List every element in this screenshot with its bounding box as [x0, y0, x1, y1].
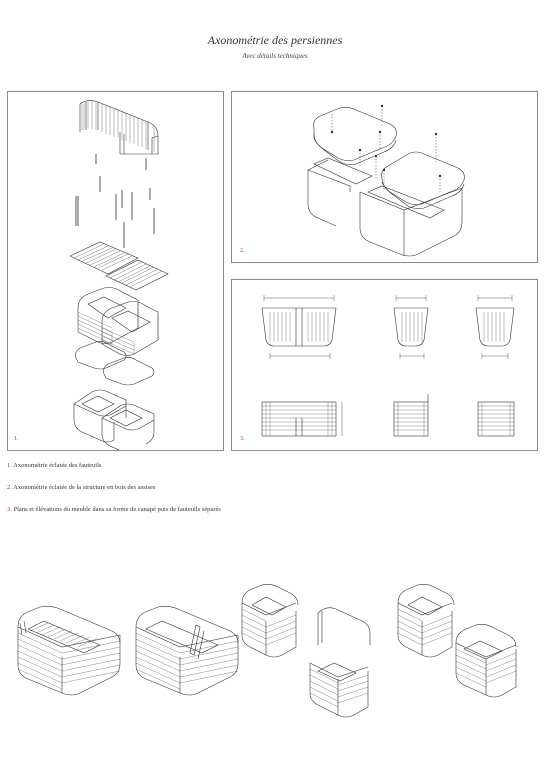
wood-structure-drawing: [307, 104, 465, 257]
panel-number: 1.: [14, 436, 19, 442]
caption-item: 2. Axonométrie éclatée de la structure e…: [7, 484, 527, 491]
sofa-opening: [135, 606, 239, 696]
transformation-sequence-drawing: [17, 584, 517, 718]
sofa-closed: [17, 606, 121, 696]
plans-elevations-drawing: [261, 295, 515, 437]
panel-number: 2.: [240, 248, 245, 254]
caption-number: 2.: [7, 484, 12, 491]
armchairs-separated: [397, 584, 517, 698]
armchairs-separating: [241, 584, 371, 718]
exploded-armchairs-drawing: [69, 100, 169, 450]
panel-wood-structure: 2.: [231, 91, 538, 263]
caption-number: 1.: [7, 462, 12, 469]
page-subtitle: Avec détails techniques: [242, 52, 308, 60]
panel-exploded-armchairs: 1.: [7, 91, 224, 451]
caption-text: Axonométrie éclatée de la structure en b…: [13, 484, 156, 491]
panel-plans-elevations: 3.: [231, 279, 538, 451]
caption-number: 3.: [7, 506, 12, 513]
page-title: Axonométrie des persiennes: [207, 33, 343, 47]
caption-item: 3. Plans et élévations du meuble dans sa…: [7, 506, 527, 513]
caption-item: 1. Axonométrie éclatée des fauteuils: [7, 462, 527, 469]
caption-list: 1. Axonométrie éclatée des fauteuils 2. …: [7, 462, 527, 528]
caption-text: Axonométrie éclatée des fauteuils: [13, 462, 102, 469]
caption-text: Plans et élévations du meuble dans sa fo…: [13, 506, 221, 513]
panel-number: 3.: [240, 436, 245, 442]
